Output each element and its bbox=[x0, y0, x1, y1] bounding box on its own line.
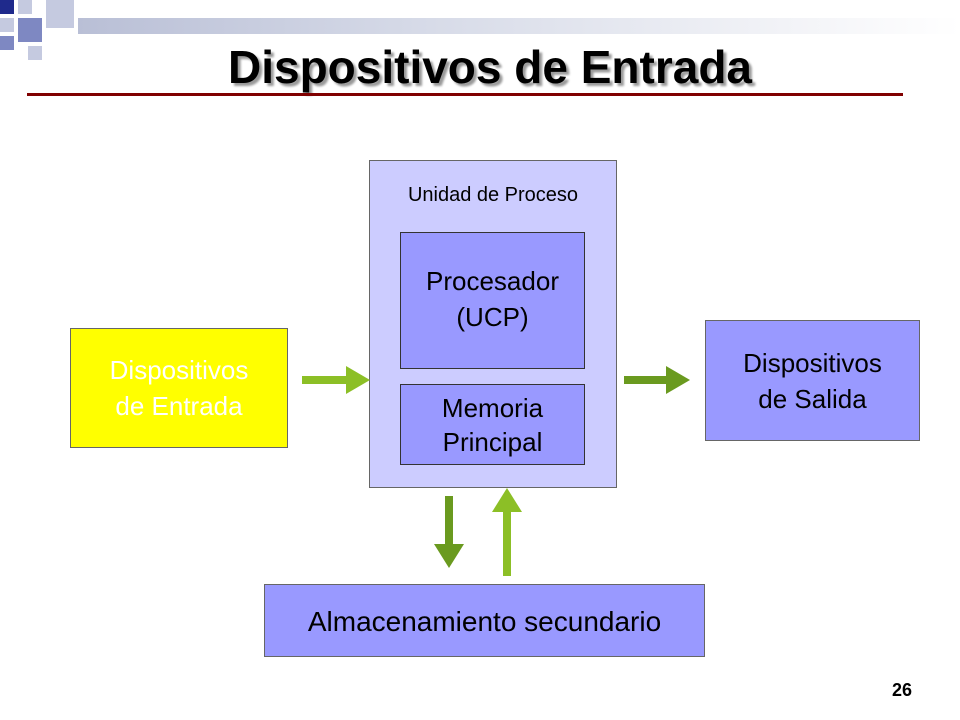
unit-to-output-arrow bbox=[624, 366, 690, 394]
input-devices-box: Dispositivos de Entrada bbox=[70, 328, 288, 448]
processor-label: Procesador bbox=[426, 266, 559, 296]
input-to-unit-arrow bbox=[302, 366, 370, 394]
page-number: 26 bbox=[891, 680, 912, 700]
input-devices-label: Dispositivos bbox=[109, 355, 249, 385]
corner-decoration bbox=[0, 0, 80, 60]
memory-box: Memoria Principal bbox=[400, 384, 585, 465]
output-devices-label: Dispositivos bbox=[743, 348, 882, 378]
input-devices-sublabel: de Entrada bbox=[115, 391, 243, 421]
processor-sublabel: (UCP) bbox=[456, 302, 529, 332]
title-underline bbox=[27, 93, 903, 96]
processing-unit-label: Unidad de Proceso bbox=[407, 184, 579, 206]
storage-to-unit-arrow bbox=[492, 488, 522, 576]
page-title: Dispositivos de Entrada bbox=[227, 41, 752, 93]
header-gradient-bar bbox=[78, 18, 960, 34]
output-devices-sublabel: de Salida bbox=[758, 384, 867, 414]
memory-sublabel: Principal bbox=[442, 427, 543, 457]
unit-to-storage-arrow bbox=[434, 496, 464, 568]
memory-label: Memoria bbox=[441, 393, 544, 423]
secondary-storage-box: Almacenamiento secundario bbox=[264, 584, 705, 657]
output-devices-box: Dispositivos de Salida bbox=[705, 320, 920, 441]
processor-box: Procesador (UCP) bbox=[400, 232, 585, 369]
